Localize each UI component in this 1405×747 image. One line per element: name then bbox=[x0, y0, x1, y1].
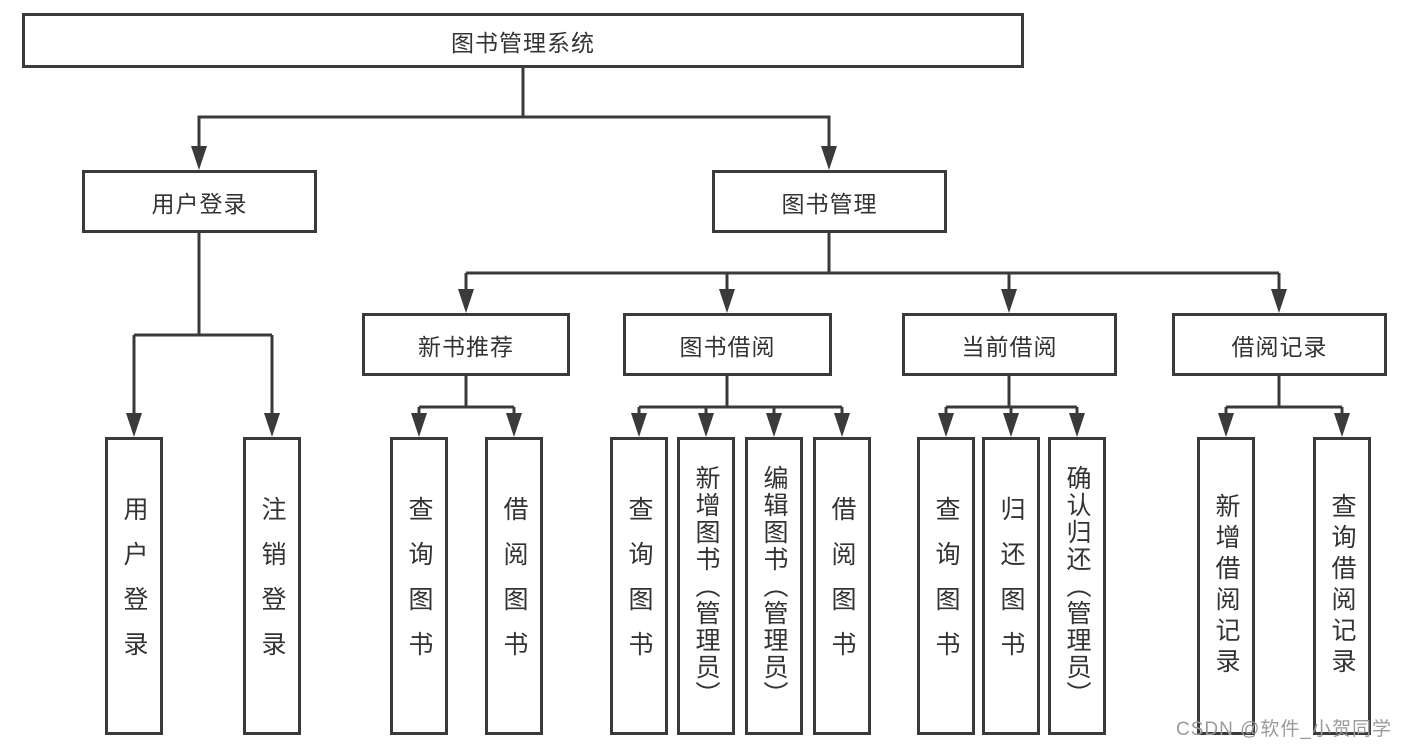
connector-borrow-records-children bbox=[1218, 376, 1350, 437]
node-leaf-cb-confirm-return-admin: 确认归还（管理员） bbox=[1048, 437, 1106, 735]
csdn-watermark: CSDN @软件_小贺同学 bbox=[1176, 719, 1392, 740]
node-user-login: 用户登录 bbox=[82, 170, 317, 233]
connector-root-to-level1 bbox=[191, 68, 837, 170]
connector-book-borrow-children bbox=[631, 376, 850, 437]
node-current-borrowing: 当前借阅 bbox=[902, 313, 1117, 376]
connector-new-book-rec-children bbox=[411, 376, 522, 437]
node-new-book-recommendation: 新书推荐 bbox=[362, 313, 570, 376]
node-leaf-rec-query-book: 查询图书 bbox=[390, 437, 448, 735]
connector-user-login-children bbox=[126, 233, 280, 437]
connector-current-borrow-children bbox=[938, 376, 1085, 437]
node-leaf-logout: 注销登录 bbox=[243, 437, 301, 735]
node-leaf-br-add-record: 新增借阅记录 bbox=[1197, 437, 1255, 735]
node-leaf-bb-query-book: 查询图书 bbox=[610, 437, 668, 735]
node-root-system: 图书管理系统 bbox=[22, 13, 1024, 68]
node-leaf-user-login: 用户登录 bbox=[105, 437, 163, 735]
node-book-management: 图书管理 bbox=[712, 170, 947, 233]
node-leaf-bb-edit-book-admin: 编辑图书（管理员） bbox=[745, 437, 803, 735]
node-leaf-bb-add-book-admin: 新增图书（管理员） bbox=[677, 437, 735, 735]
node-leaf-cb-return-book: 归还图书 bbox=[982, 437, 1040, 735]
connector-book-mgmt-to-level2 bbox=[458, 233, 1287, 313]
node-leaf-cb-query-book: 查询图书 bbox=[917, 437, 975, 735]
node-leaf-rec-borrow-book: 借阅图书 bbox=[485, 437, 543, 735]
node-leaf-bb-borrow-book: 借阅图书 bbox=[813, 437, 871, 735]
node-leaf-br-query-record: 查询借阅记录 bbox=[1313, 437, 1371, 735]
node-borrowing-records: 借阅记录 bbox=[1172, 313, 1387, 376]
node-book-borrowing: 图书借阅 bbox=[623, 313, 832, 376]
